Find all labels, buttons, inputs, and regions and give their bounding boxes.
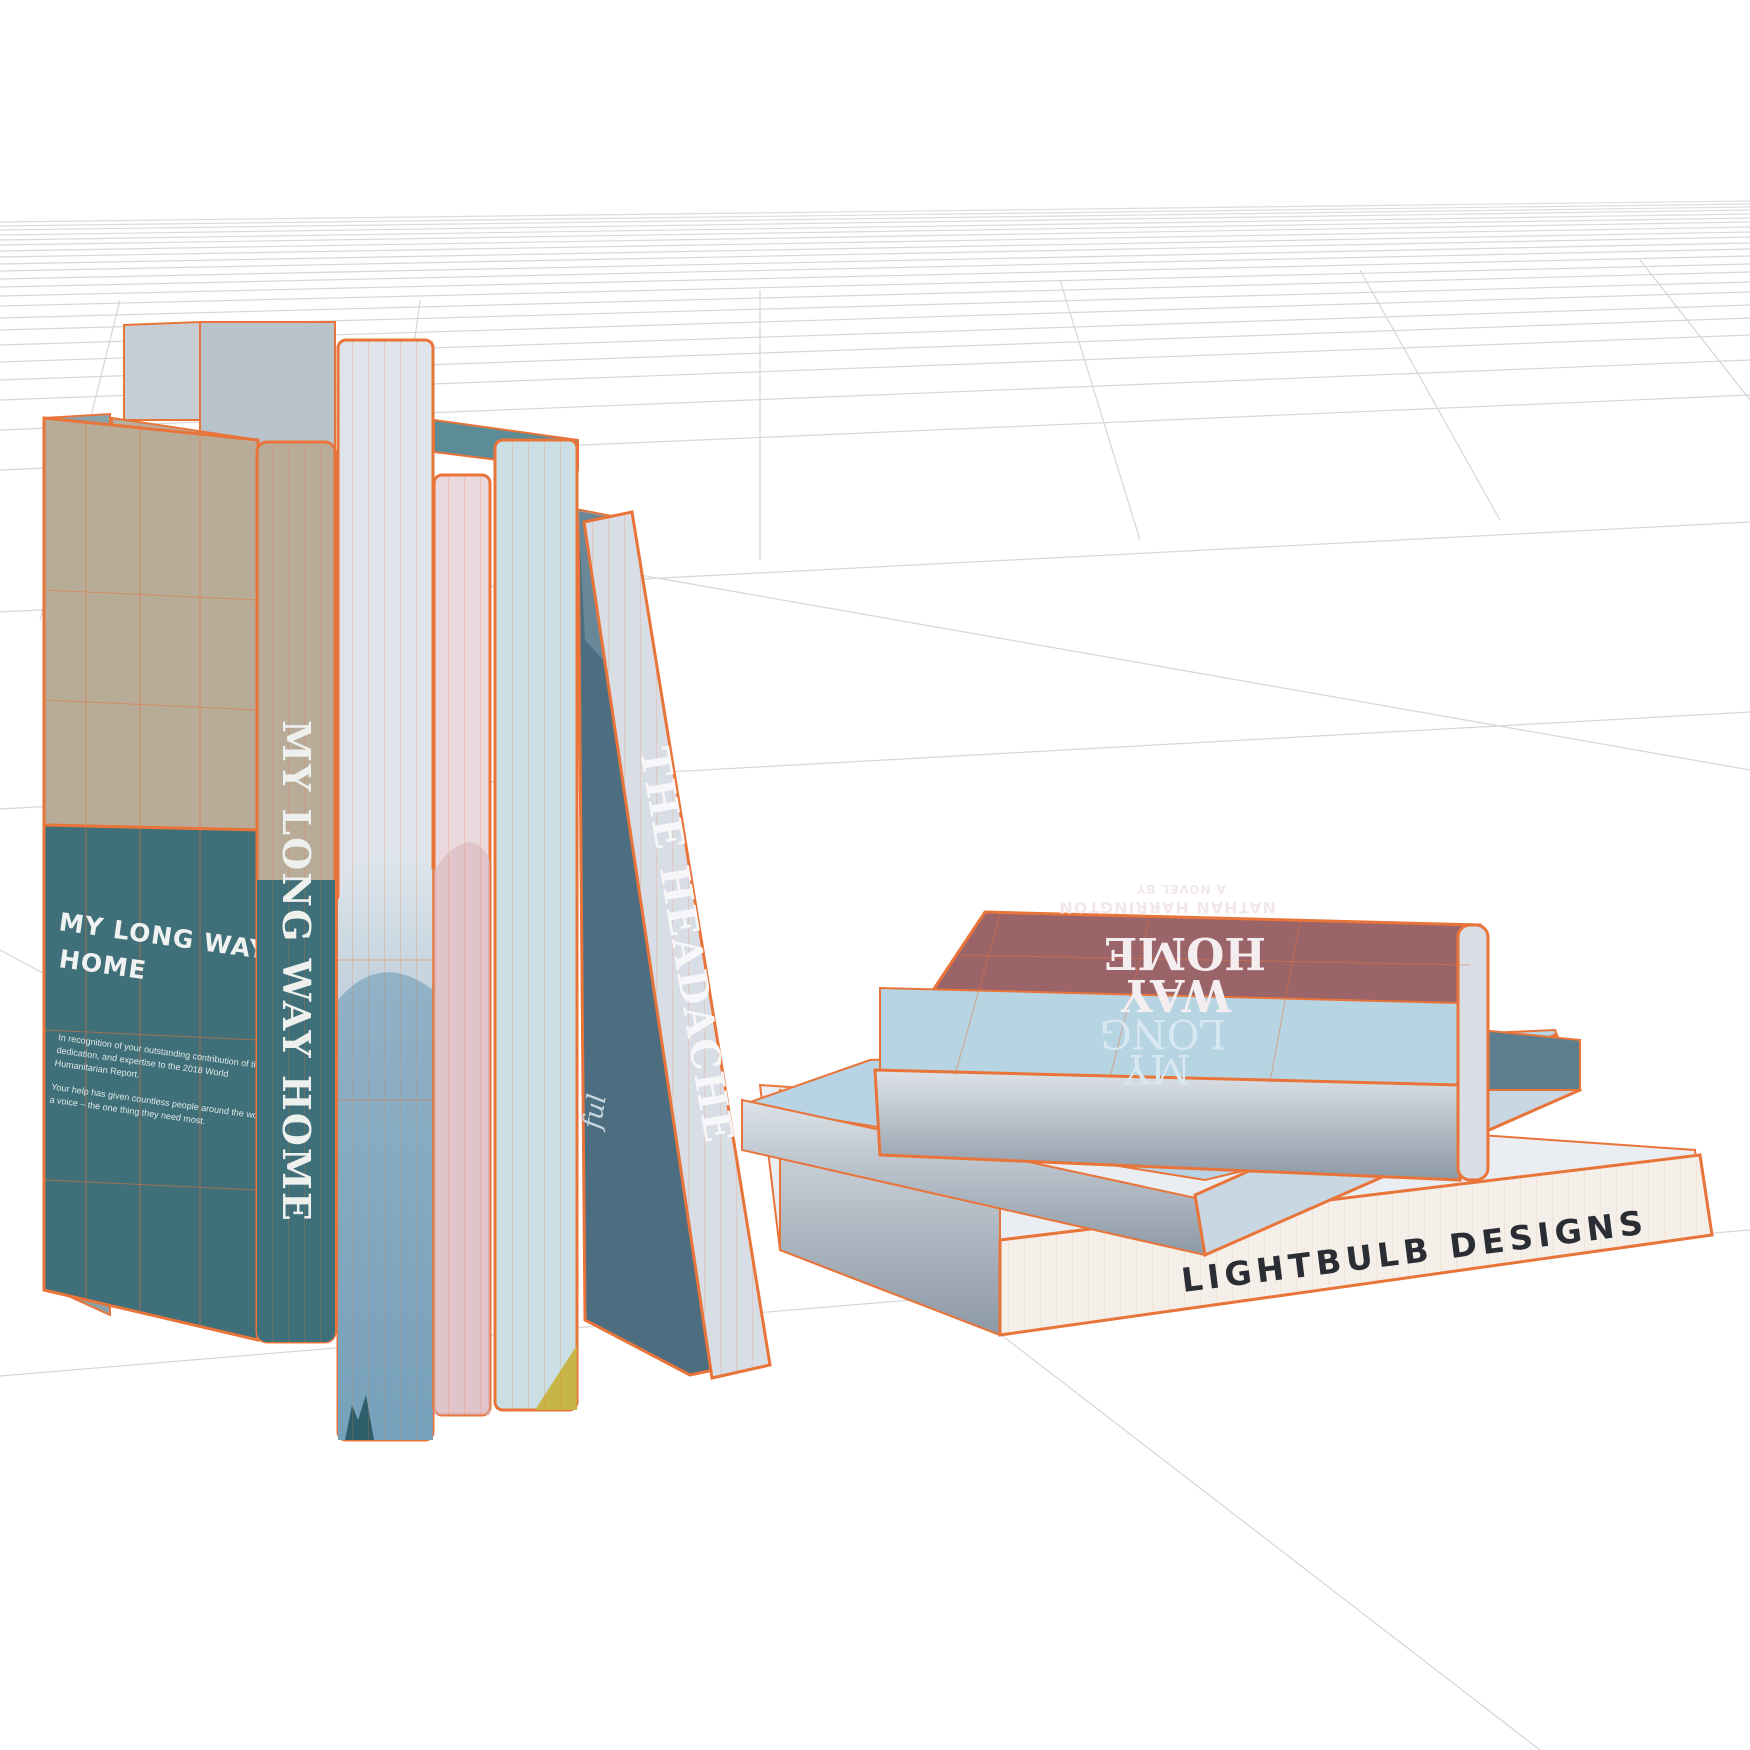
stack-top-author: NATHAN HARRINGTON bbox=[1058, 898, 1276, 917]
book1-spine-title: MY LONG WAY HOME bbox=[274, 720, 319, 1223]
stack-top-book bbox=[873, 910, 1490, 1182]
stack-top-title-line4: MY bbox=[1123, 1045, 1191, 1091]
book-leaning-headache: ful bbox=[576, 508, 772, 1380]
book-spine-pink bbox=[432, 473, 492, 1417]
stack-top-title-line2: HOME bbox=[1104, 927, 1266, 978]
horizon-fade bbox=[0, 0, 1750, 260]
stack-top-cover-text: A NOVEL BY NATHAN HARRINGTON HOME WAY LO… bbox=[1058, 882, 1276, 1091]
stack-top-subtitle: A NOVEL BY bbox=[1136, 882, 1226, 896]
stack-top-title-line1: WAY bbox=[1120, 969, 1232, 1020]
book1-spine bbox=[255, 440, 337, 1344]
stack-top-title-line3: LONG bbox=[1100, 1010, 1226, 1056]
book-front-teal bbox=[42, 412, 260, 1342]
book-spine-aqua bbox=[493, 438, 579, 1412]
book5-cover-script: ful bbox=[577, 1092, 613, 1133]
book-spine-mist bbox=[336, 338, 435, 1442]
